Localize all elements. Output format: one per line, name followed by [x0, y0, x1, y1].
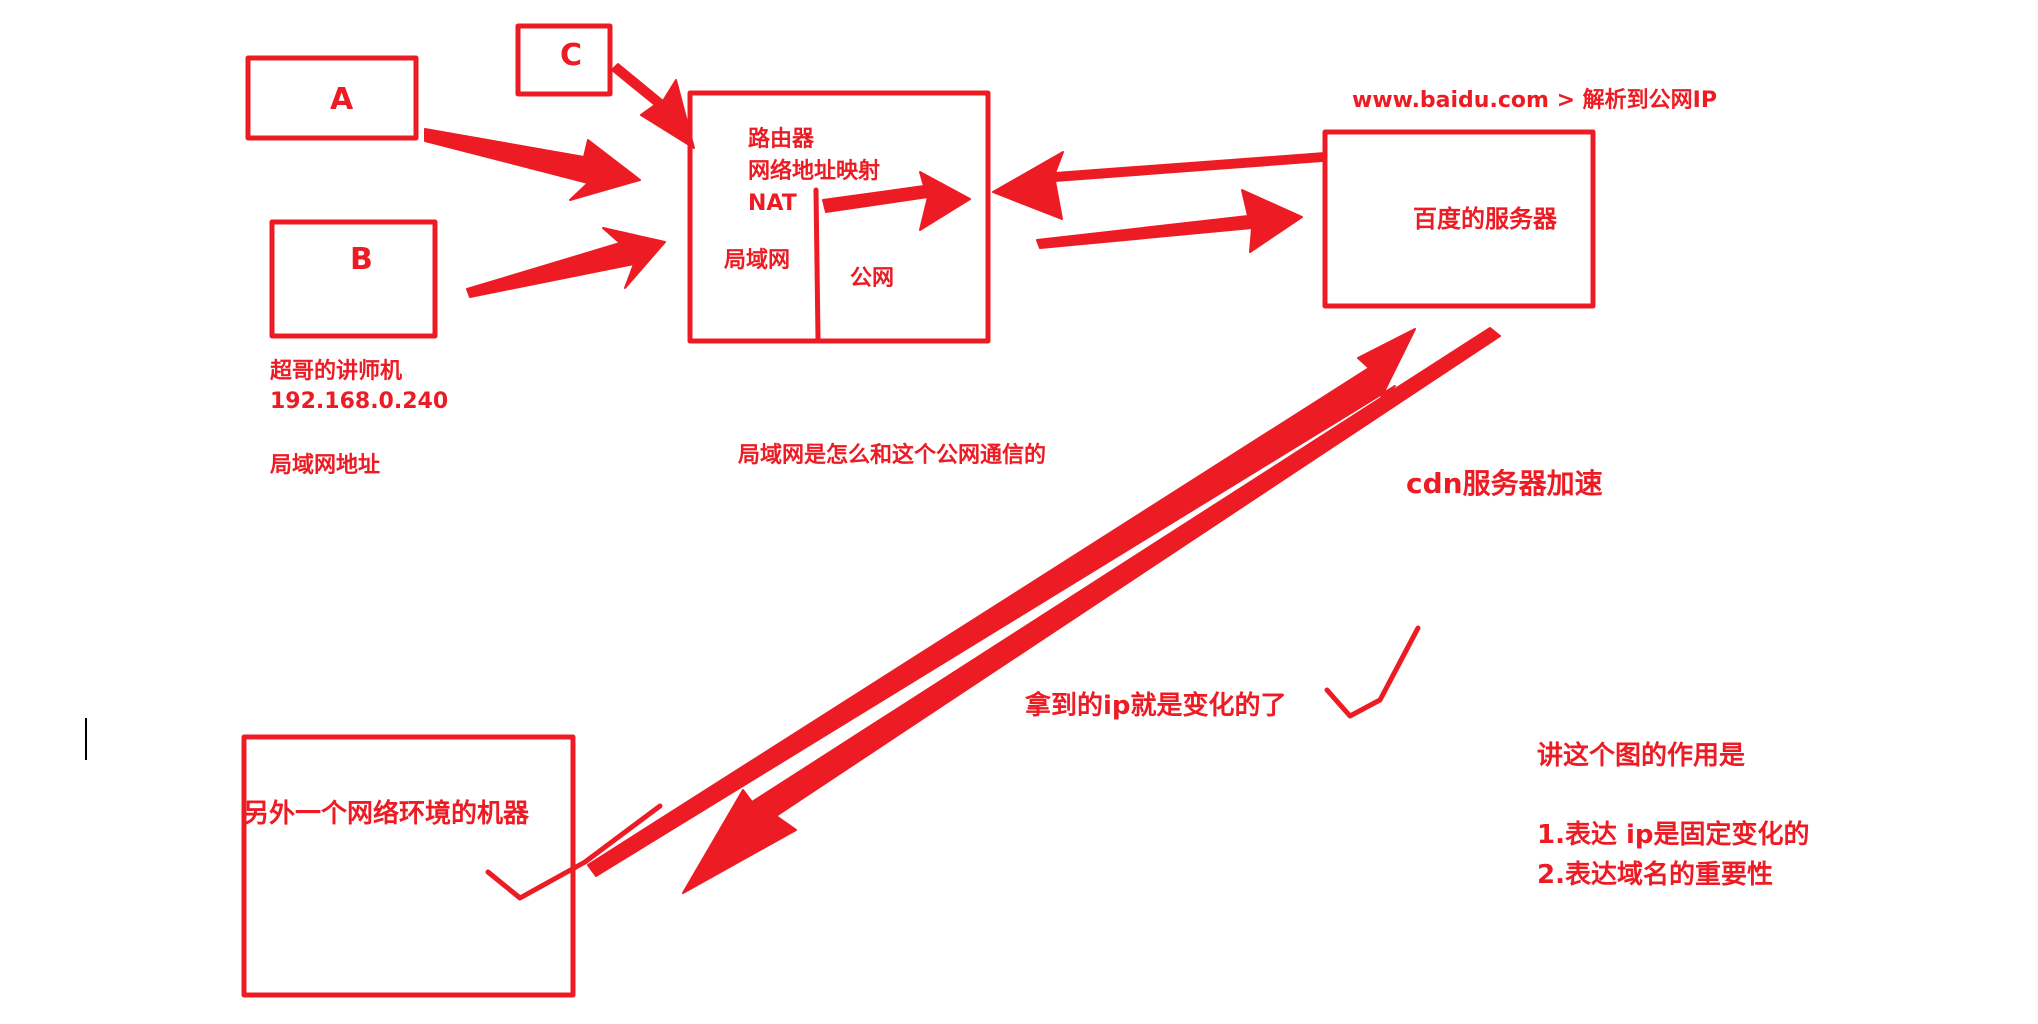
- purpose-item-1: 1.表达 ip是固定变化的: [1537, 820, 1810, 850]
- arrow-baidu-to-router: [992, 151, 1326, 220]
- teacher-machine-label: 超哥的讲师机: [270, 359, 403, 384]
- router-nat: NAT: [748, 191, 797, 216]
- router-divider: [813, 187, 821, 341]
- router-wan-label: 公网: [850, 266, 895, 291]
- router-subtitle: 网络地址映射: [748, 159, 881, 184]
- question-label: 局域网是怎么和这个公网通信的: [738, 443, 1047, 468]
- text-cursor: [85, 718, 87, 760]
- check-mark-large: [1324, 625, 1421, 719]
- router-box: [687, 90, 991, 344]
- arrow-router-to-baidu: [1036, 189, 1303, 253]
- box-c-label: C: [560, 38, 583, 73]
- box-b: [269, 219, 438, 339]
- arrow-baidu-to-other: [682, 327, 1501, 894]
- purpose-item-2: 2.表达域名的重要性: [1537, 860, 1773, 890]
- arrow-a-to-router: [424, 128, 641, 201]
- arrow-nat-to-wan: [822, 171, 971, 231]
- box-a: [245, 55, 419, 141]
- box-b-label: B: [350, 242, 373, 277]
- box-a-label: A: [330, 82, 354, 117]
- arrow-b-to-router: [466, 227, 666, 298]
- arrow-c-to-router: [611, 63, 695, 149]
- other-machine-label: 另外一个网络环境的机器: [243, 799, 530, 829]
- baidu-server-box: [1322, 129, 1596, 309]
- check-mark-small: [485, 803, 663, 901]
- router-title: 路由器: [748, 127, 815, 152]
- box-c: [515, 23, 613, 97]
- baidu-server-label: 百度的服务器: [1413, 205, 1557, 233]
- teacher-ip-label: 192.168.0.240: [270, 389, 449, 414]
- cdn-label: cdn服务器加速: [1406, 467, 1603, 500]
- router-lan-label: 局域网: [724, 248, 791, 273]
- dns-resolve-note: www.baidu.com > 解析到公网IP: [1352, 88, 1717, 113]
- lan-address-label: 局域网地址: [270, 453, 381, 478]
- other-machine-box: [241, 734, 576, 998]
- ip-changes-label: 拿到的ip就是变化的了: [1025, 691, 1287, 721]
- purpose-title: 讲这个图的作用是: [1537, 741, 1746, 771]
- arrow-other-to-baidu: [587, 328, 1416, 877]
